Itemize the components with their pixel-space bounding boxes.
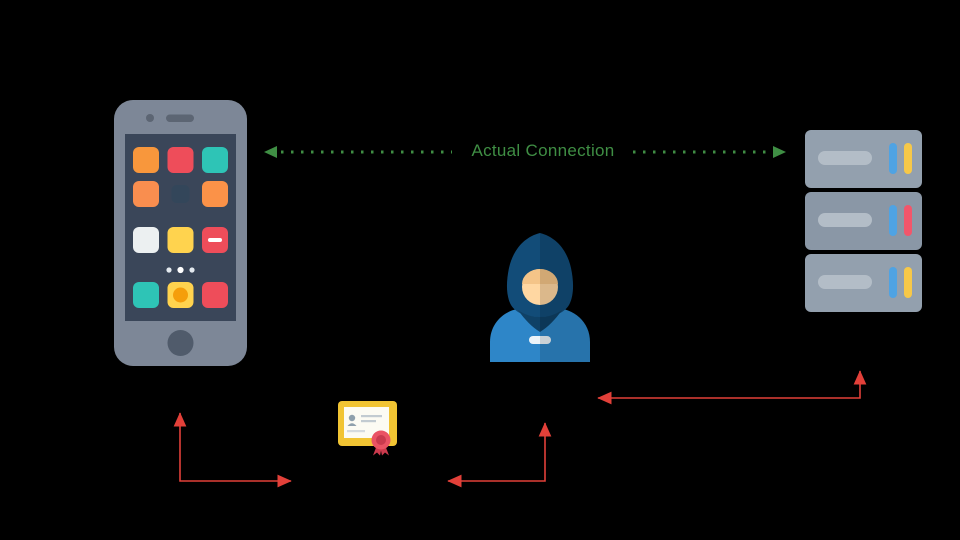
certificate-person-glyph [347, 423, 357, 426]
app-icon [133, 282, 159, 308]
arrowhead-left [264, 146, 277, 158]
hacker-shading [540, 230, 600, 362]
server-light-red [904, 205, 912, 236]
app-icon [167, 227, 194, 253]
red-connector-attacker [447, 422, 552, 488]
server-light-yellow [904, 143, 912, 174]
page-dot [189, 267, 195, 273]
server-light-blue [889, 143, 897, 174]
hacker-collar [518, 310, 562, 332]
certificate-seal-inner [376, 435, 386, 445]
hacker-torso [490, 308, 590, 362]
server-unit [805, 130, 922, 188]
app-icon-circle [173, 287, 188, 303]
server-slot [818, 213, 872, 227]
app-icon [171, 185, 190, 203]
certificate-text-line [361, 420, 376, 423]
smartphone-icon [114, 100, 247, 366]
server-unit [805, 254, 922, 312]
phone-speaker [166, 114, 194, 122]
page-dot [166, 267, 172, 273]
certificate-person-glyph [348, 414, 356, 422]
app-icon [133, 227, 159, 253]
phone-app-grid [133, 147, 228, 308]
red-connector-server [597, 370, 867, 405]
certificate-icon [338, 401, 397, 456]
server-slot [818, 151, 872, 165]
phone-home-button [167, 330, 194, 356]
server-unit [805, 192, 922, 250]
server-light-yellow [904, 267, 912, 298]
app-icon [202, 282, 228, 308]
app-icon [202, 147, 228, 173]
app-icon [133, 181, 159, 207]
hacker-hair [522, 269, 558, 284]
actual-connection-arrow [264, 146, 786, 158]
server-slot [818, 275, 872, 289]
certificate-text-line [347, 430, 365, 433]
phone-camera-dot [146, 114, 154, 122]
app-icon [133, 147, 159, 173]
certificate-text-line [361, 415, 382, 418]
hacker-icon [490, 230, 600, 362]
actual-connection-label: Actual Connection [471, 141, 615, 160]
server-rack-icon [805, 130, 922, 312]
server-light-blue [889, 205, 897, 236]
page-dot [177, 266, 184, 274]
hacker-chest-bar [529, 336, 551, 344]
server-light-blue [889, 267, 897, 298]
app-icon [202, 181, 228, 207]
app-icon-dash [208, 238, 222, 242]
app-icon [167, 147, 194, 173]
red-connector-phone [173, 412, 292, 488]
arrowhead-right [773, 146, 786, 158]
